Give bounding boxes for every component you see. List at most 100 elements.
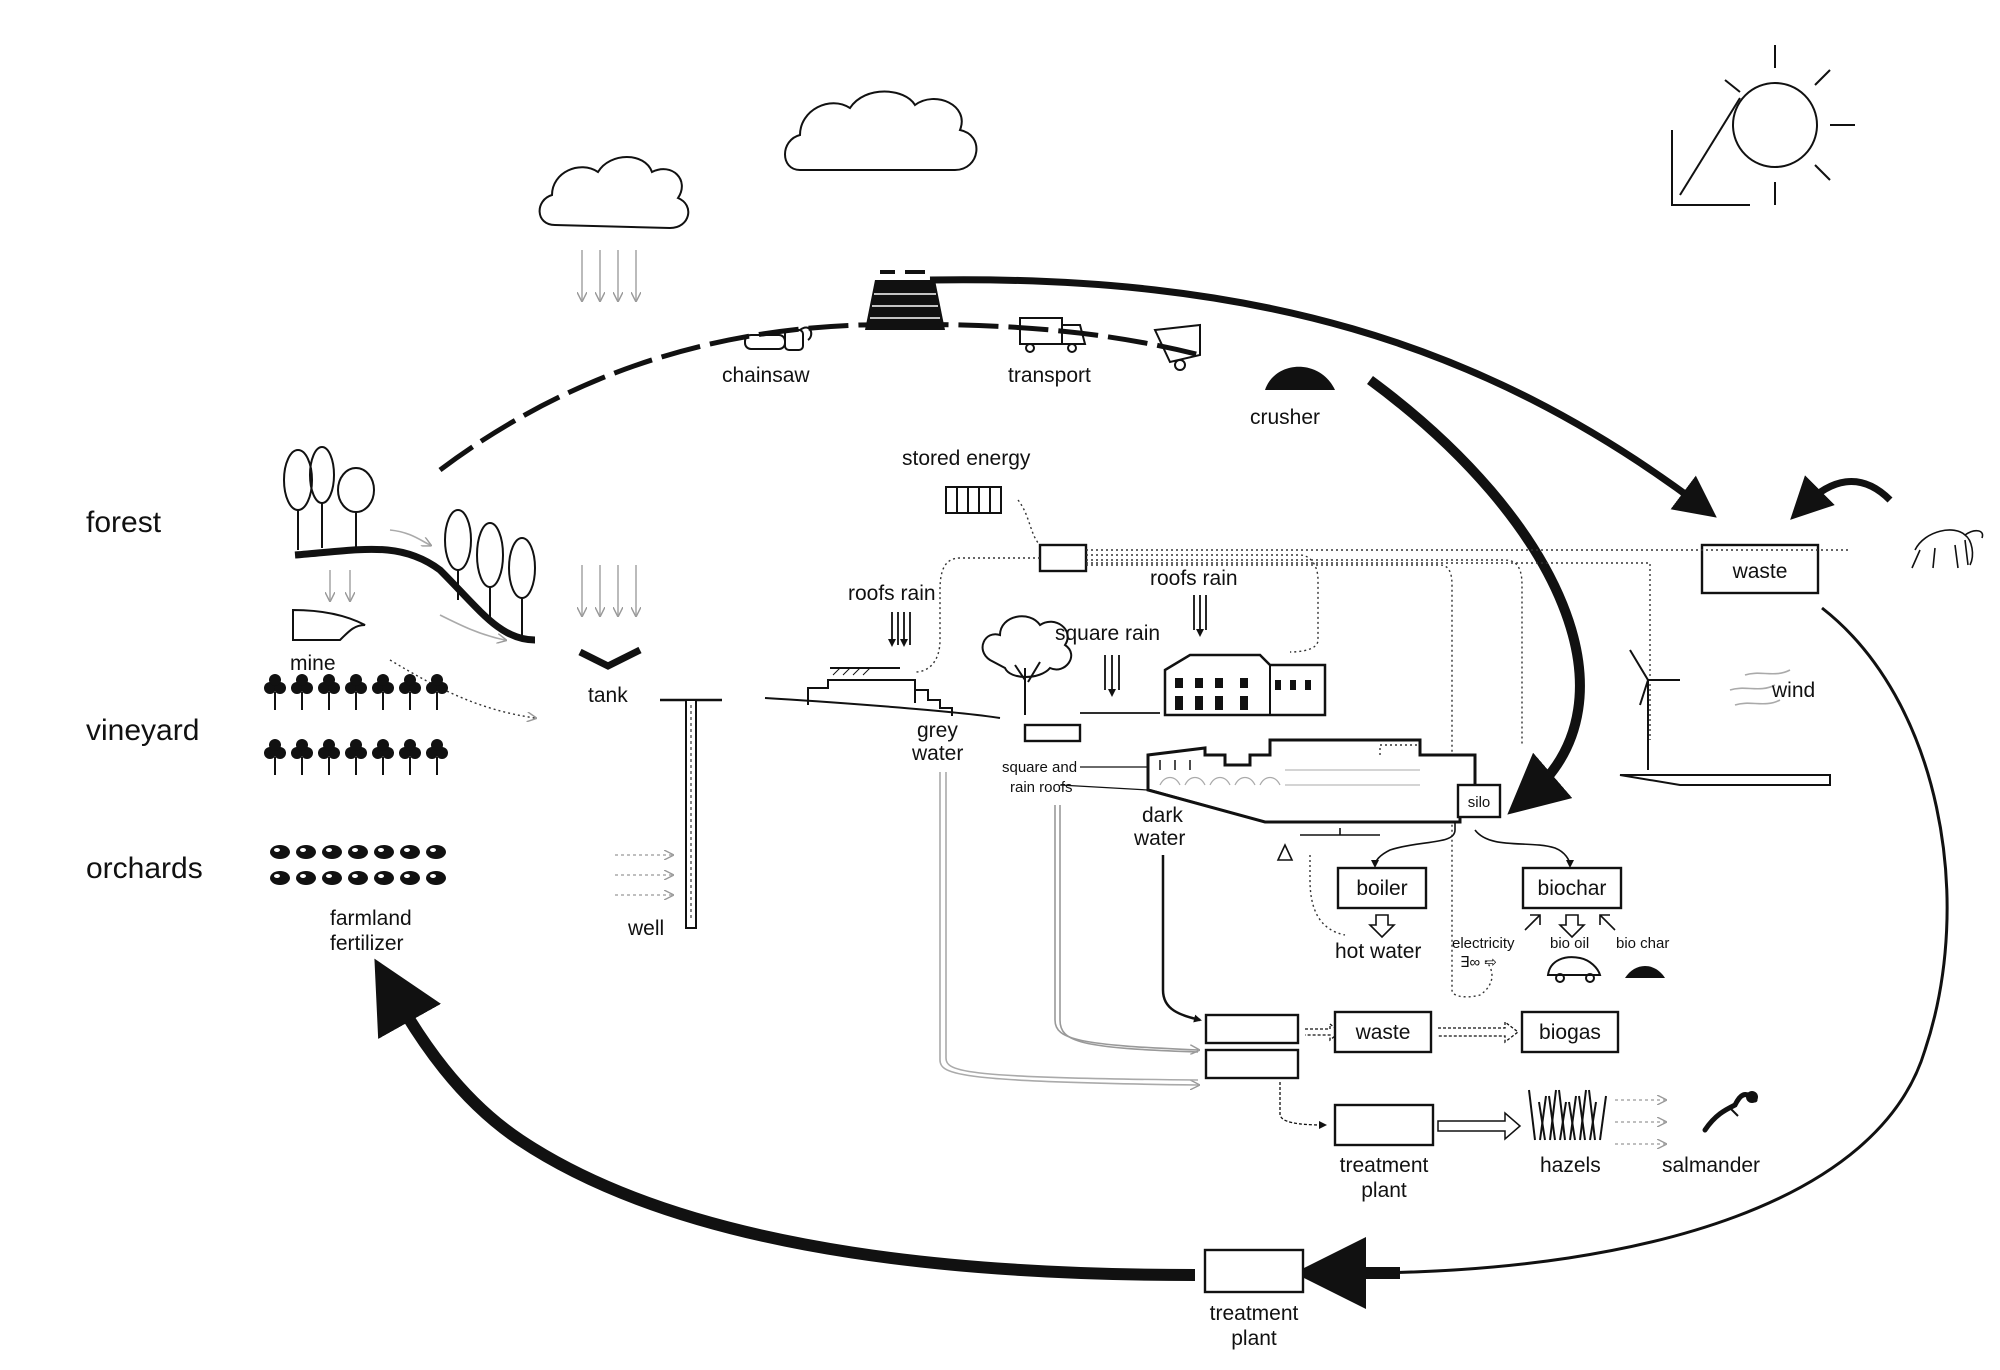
to-biogas-arrow bbox=[1438, 1020, 1520, 1044]
hazels-flow bbox=[1615, 1100, 1665, 1144]
crusher-icon bbox=[1153, 323, 1201, 371]
plant-bottom-label: plant bbox=[1231, 1327, 1277, 1350]
electricity-label: electricity bbox=[1452, 935, 1515, 952]
zone-forest: forest bbox=[86, 506, 162, 539]
vine-icon bbox=[264, 674, 286, 710]
waste-to-treatment-arc bbox=[1369, 606, 1949, 1275]
crusher-to-waste-arrow bbox=[929, 276, 1717, 518]
plant-mid-label: plant bbox=[1361, 1179, 1407, 1202]
log-pile-icon bbox=[865, 270, 945, 330]
orchard-bush-icon bbox=[374, 845, 394, 859]
vine-icon bbox=[291, 739, 313, 775]
orchard-bush-icon bbox=[426, 871, 446, 885]
rain-icon bbox=[1193, 595, 1207, 637]
treatment-bottom-label: treatment bbox=[1210, 1302, 1299, 1325]
transport-label: transport bbox=[1008, 364, 1091, 387]
waste-mid-box bbox=[1333, 1010, 1433, 1054]
biochar-label: biochar bbox=[1538, 877, 1607, 900]
wind-flow-icon bbox=[1729, 669, 1791, 706]
bio-char-label: bio char bbox=[1616, 935, 1669, 952]
rain-icon bbox=[582, 250, 636, 615]
dark-label: dark bbox=[1142, 804, 1183, 827]
cloud-icon bbox=[784, 90, 978, 171]
rain-roofs-label: rain roofs bbox=[1010, 779, 1073, 796]
orchard-bush-icon bbox=[322, 845, 342, 859]
crusher-to-silo-arrow bbox=[1367, 375, 1585, 815]
building-icon bbox=[1163, 653, 1327, 717]
orchard-bush-icon bbox=[348, 871, 368, 885]
roofs-rain-right-label: roofs rain bbox=[1150, 567, 1238, 590]
to-treatment-arrow bbox=[1279, 1082, 1327, 1129]
square-and-label: square and bbox=[1002, 759, 1077, 776]
cloud-icon bbox=[538, 156, 690, 230]
square-rain-label: square rain bbox=[1055, 622, 1160, 645]
orchard-bush-icon bbox=[322, 871, 342, 885]
grey-label: grey bbox=[917, 719, 958, 742]
vine-icon bbox=[264, 739, 286, 775]
well-icon bbox=[615, 698, 722, 929]
forest-to-waste-arc bbox=[438, 321, 1201, 473]
energy-hub-box bbox=[1038, 543, 1088, 573]
tank-label: tank bbox=[588, 684, 628, 707]
rain-icon bbox=[888, 612, 911, 647]
vine-icon bbox=[345, 739, 367, 775]
electricity-symbol: ∃∞ ⇨ bbox=[1460, 954, 1497, 971]
water-grey-label: water bbox=[911, 742, 963, 765]
forest-hillside bbox=[294, 545, 536, 644]
orchard-bush-icon bbox=[270, 871, 290, 885]
orchard-bush-icon bbox=[348, 845, 368, 859]
tank-icon bbox=[578, 646, 642, 670]
vine-icon bbox=[426, 674, 448, 710]
water-pipes bbox=[939, 772, 1202, 1085]
boiler-label: boiler bbox=[1356, 877, 1407, 900]
treatment-mid-label: treatment bbox=[1340, 1154, 1429, 1177]
waste-top-label: waste bbox=[1732, 560, 1788, 583]
truck-icon bbox=[1019, 317, 1087, 353]
distribution-pipes bbox=[1276, 822, 1574, 936]
chainsaw-label: chainsaw bbox=[722, 364, 810, 387]
orchard-bush-icon bbox=[426, 845, 446, 859]
fertilizer-label: fertilizer bbox=[330, 932, 404, 955]
biochar-box bbox=[1521, 866, 1623, 910]
biogas-box bbox=[1520, 1010, 1620, 1054]
energy-link bbox=[1017, 499, 1041, 546]
vine-icon bbox=[372, 739, 394, 775]
roofs-rain-left-label: roofs rain bbox=[848, 582, 936, 605]
orchard-rows bbox=[270, 845, 446, 885]
chainsaw-icon bbox=[744, 326, 813, 351]
building-icon bbox=[1146, 738, 1477, 824]
tree-icon bbox=[981, 615, 1073, 715]
building-icon bbox=[764, 667, 1001, 719]
biochar-output-arrows bbox=[1524, 914, 1616, 939]
ground-flow-arrows bbox=[330, 529, 535, 718]
waste-top-box: waste bbox=[1700, 543, 1820, 595]
rain-icon bbox=[1104, 655, 1120, 697]
water-dark-label: water bbox=[1133, 827, 1185, 850]
char-pile-icon bbox=[1625, 966, 1665, 978]
vine-icon bbox=[399, 739, 421, 775]
waste-mid-label: waste bbox=[1355, 1021, 1411, 1044]
sun-icon bbox=[1671, 45, 1855, 206]
vineyard-rows bbox=[264, 674, 448, 775]
vine-icon bbox=[399, 674, 421, 710]
orchard-bush-icon bbox=[296, 871, 316, 885]
mine-icon bbox=[292, 608, 366, 641]
treatment-plant-mid-box bbox=[1333, 1103, 1435, 1147]
orchard-bush-icon bbox=[400, 871, 420, 885]
hazel-icon bbox=[1528, 1089, 1607, 1141]
woodchip-pile-icon bbox=[1265, 366, 1335, 390]
tree-icon bbox=[283, 446, 536, 636]
farmland-label: farmland bbox=[330, 907, 412, 930]
planter-box bbox=[1023, 723, 1082, 743]
vine-icon bbox=[318, 739, 340, 775]
treatment-plant-bottom-box bbox=[1203, 1248, 1305, 1294]
bio-oil-label: bio oil bbox=[1550, 935, 1589, 952]
orchard-bush-icon bbox=[270, 845, 290, 859]
silo-label: silo bbox=[1468, 794, 1491, 811]
collector-box-1 bbox=[1204, 1013, 1300, 1045]
battery-icon bbox=[945, 486, 1002, 514]
salmander-label: salmander bbox=[1662, 1154, 1760, 1177]
silo-box bbox=[1456, 783, 1502, 819]
orchard-bush-icon bbox=[296, 845, 316, 859]
